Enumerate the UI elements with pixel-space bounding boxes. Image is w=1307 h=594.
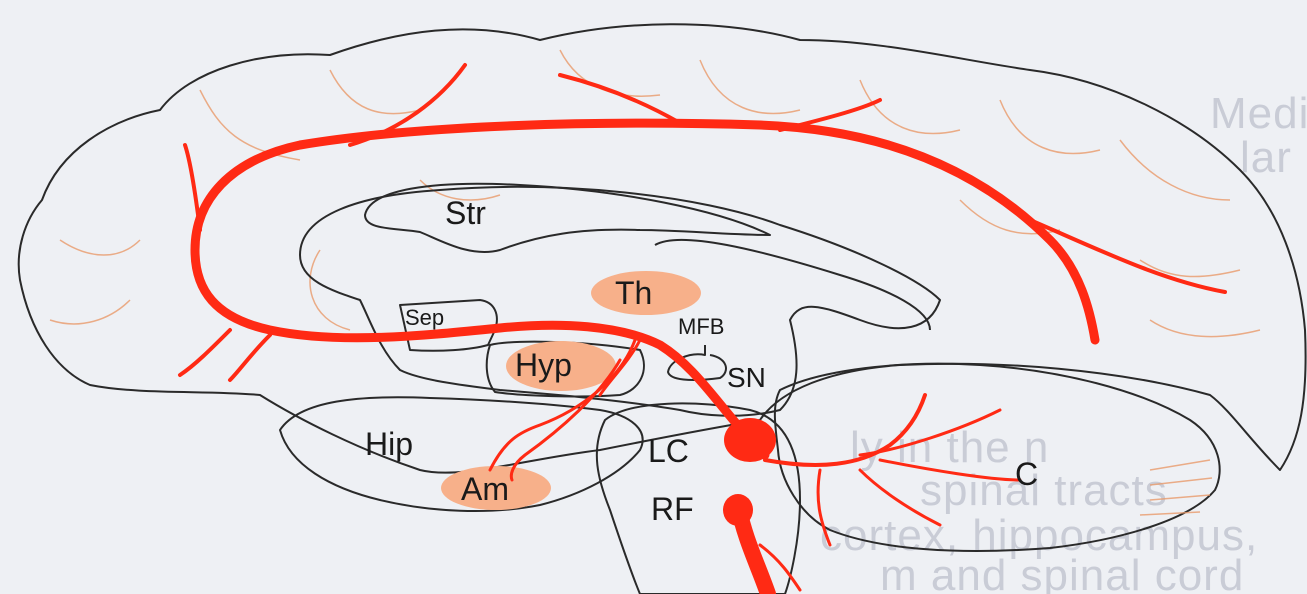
label-lc: LC: [648, 433, 689, 469]
label-am: Am: [461, 471, 509, 507]
label-hip: Hip: [365, 426, 413, 462]
label-c: C: [1015, 456, 1038, 492]
label-mfb: MFB: [678, 314, 724, 339]
label-th: Th: [615, 275, 652, 311]
label-sep: Sep: [405, 305, 444, 330]
cerebral-cortex: [19, 24, 1306, 472]
label-str: Str: [445, 195, 486, 231]
bg-text-line-2: lar: [1240, 133, 1292, 182]
label-rf: RF: [651, 491, 694, 527]
label-hyp: Hyp: [515, 347, 572, 383]
bg-text-line-1: Medi: [1210, 89, 1307, 138]
bg-text-line-6: m and spinal cord: [880, 551, 1244, 594]
label-sn: SN: [727, 362, 766, 393]
